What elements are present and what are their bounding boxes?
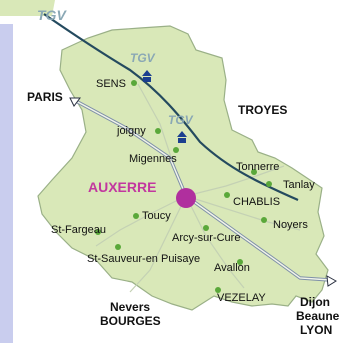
dest-nevers-1: Nevers <box>110 300 150 314</box>
tgv-mark-1: TGV <box>37 7 67 23</box>
region-shape <box>37 25 329 311</box>
tgv-station-icon <box>142 70 152 82</box>
town-dot-noyers <box>261 217 267 223</box>
motorway-a6 <box>69 97 337 287</box>
town-dot-migennes <box>173 147 179 153</box>
dest-dijon-2: Beaune <box>296 309 340 323</box>
town-dot-sens <box>131 80 137 86</box>
capital-dot-auxerre <box>176 188 196 208</box>
town-label-sens: SENS <box>96 78 126 90</box>
town-label-chablis: CHABLIS <box>233 196 280 208</box>
town-dot-vezelay <box>215 287 221 293</box>
tgv-station-icon <box>177 131 187 143</box>
town-label-tonnerre: Tonnerre <box>236 161 279 173</box>
town-dot-toucy <box>133 213 139 219</box>
town-dot-arcy <box>203 225 209 231</box>
secondary-roads <box>95 83 301 293</box>
town-label-migennes: Migennes <box>129 153 177 165</box>
town-dot-joigny <box>155 128 161 134</box>
town-dot-tonnerre <box>251 169 257 175</box>
arrow-paris <box>69 97 81 107</box>
town-dot-st-fargeau <box>95 229 101 235</box>
dest-dijon-1: Dijon <box>300 295 330 309</box>
town-dot-chablis <box>224 192 230 198</box>
town-label-avallon: Avallon <box>214 262 250 274</box>
tgv-mark-3: TGV <box>168 113 194 127</box>
town-dot-st-sauveur <box>115 244 121 250</box>
dest-paris: PARIS <box>27 90 63 104</box>
tgv-mark-2: TGV <box>130 51 156 65</box>
town-label-noyers: Noyers <box>273 219 308 231</box>
dest-nevers-2: BOURGES <box>100 314 161 328</box>
town-label-arcy: Arcy-sur-Cure <box>172 232 240 244</box>
town-dot-avallon <box>237 259 243 265</box>
dest-dijon-3: LYON <box>300 323 332 337</box>
top-band <box>0 0 55 16</box>
capital-label: AUXERRE <box>88 179 156 195</box>
dest-troyes: TROYES <box>238 103 287 117</box>
town-label-joigny: joigny <box>116 125 146 137</box>
side-panel <box>0 24 13 343</box>
town-label-vezelay: VEZELAY <box>217 292 266 304</box>
town-label-st-fargeau: St-Fargeau <box>51 224 106 236</box>
town-dot-tanlay <box>266 181 272 187</box>
arrow-dijon <box>326 275 337 287</box>
town-label-tanlay: Tanlay <box>283 179 315 191</box>
town-label-toucy: Toucy <box>142 210 171 222</box>
tgv-line <box>43 13 299 202</box>
town-label-st-sauveur: St-Sauveur-en Puisaye <box>87 253 200 265</box>
